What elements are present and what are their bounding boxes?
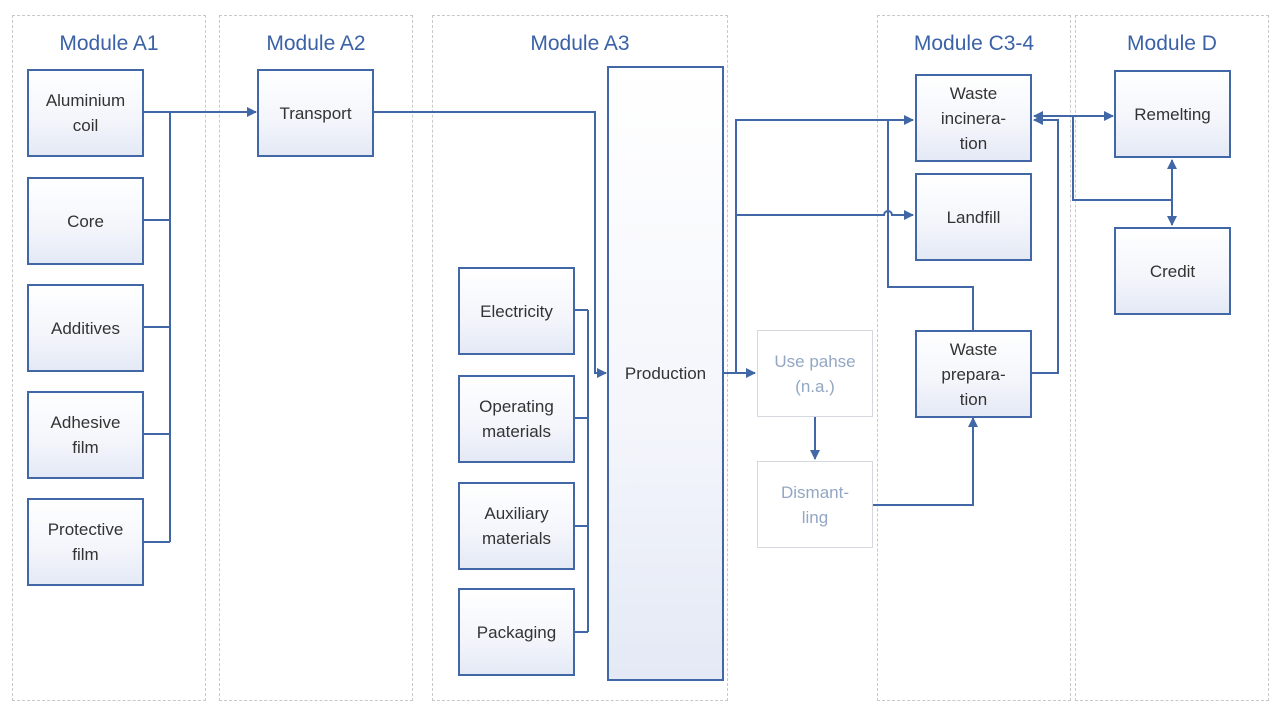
adhesive-film-box: Adhesive film (27, 391, 144, 479)
module-a2-title: Module A2 (266, 32, 366, 55)
a1-bus-line (143, 111, 171, 543)
module-a1-title: Module A1 (59, 32, 159, 55)
module-c3-4: Module C3-4 (877, 15, 1071, 701)
dismantling-box: Dismant- ling (757, 461, 873, 548)
aluminium-coil-box: Aluminium coil (27, 69, 144, 157)
transport-to-production-arrow (373, 111, 607, 378)
module-a2: Module A2 (219, 15, 413, 701)
waste-preparation-box: Waste prepara- tion (915, 330, 1032, 418)
core-box: Core (27, 177, 144, 265)
a3-inputs-bus (574, 309, 589, 633)
module-c3-4-title: Module C3-4 (913, 32, 1035, 55)
production-to-incineration-arrow (735, 115, 914, 373)
additives-box: Additives (27, 284, 144, 372)
electricity-box: Electricity (458, 267, 575, 355)
auxiliary-materials-box: Auxiliary materials (458, 482, 575, 570)
landfill-box: Landfill (915, 173, 1032, 261)
dismantling-to-preparation-arrow (872, 417, 978, 506)
production-to-landfill-arrow (736, 210, 914, 220)
module-a1: Module A1 (12, 15, 206, 701)
waste-incineration-box: Waste incinera- tion (915, 74, 1032, 162)
protective-film-box: Protective film (27, 498, 144, 586)
module-d-title: Module D (1127, 32, 1217, 55)
module-d: Module D (1075, 15, 1269, 701)
incineration-credit-line (1072, 116, 1172, 201)
transport-box: Transport (257, 69, 374, 157)
module-a3: Module A3 (432, 15, 728, 701)
production-box: Production (607, 66, 724, 681)
module-a3-title: Module A3 (530, 32, 630, 55)
packaging-box: Packaging (458, 588, 575, 676)
use-phase-box: Use pahse (n.a.) (757, 330, 873, 417)
operating-materials-box: Operating materials (458, 375, 575, 463)
preparation-to-incineration-line (887, 120, 974, 330)
preparation-right-to-incineration-arrow (1031, 115, 1059, 374)
credit-box: Credit (1114, 227, 1231, 315)
remelting-box: Remelting (1114, 70, 1231, 158)
